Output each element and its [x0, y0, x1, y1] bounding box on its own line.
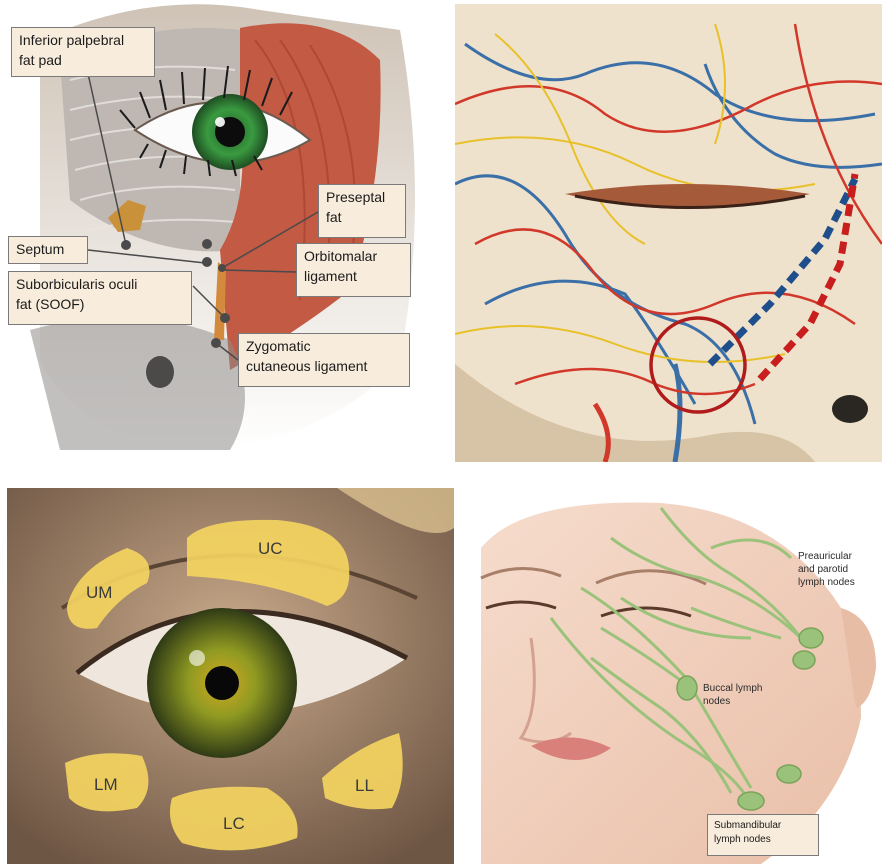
submandibular-node-2 [738, 792, 764, 810]
nostril [832, 395, 868, 423]
label-ll: LL [355, 776, 374, 796]
label-septum: Septum [8, 236, 88, 264]
submandibular-node-1 [777, 765, 801, 783]
label-lm: LM [94, 775, 118, 795]
preauricular-node-1 [799, 628, 823, 648]
vascular-anatomy-panel [455, 4, 882, 462]
cheek-shadow [30, 317, 245, 450]
label-preauricular-nodes: Preauricular and parotid lymph nodes [798, 550, 882, 589]
label-soof: Suborbicularis oculi fat (SOOF) [8, 271, 192, 325]
pupil [205, 666, 239, 700]
eye-photo-illustration [7, 488, 454, 864]
label-um: UM [86, 583, 112, 603]
fat-compartments-panel: UC UM LM LC LL [7, 488, 454, 864]
label-submandibular-nodes: Submandibular lymph nodes [707, 814, 819, 856]
vascular-illustration [455, 4, 882, 462]
label-zygomatic-cutaneous-ligament: Zygomatic cutaneous ligament [238, 333, 410, 387]
label-buccal-nodes: Buccal lymph nodes [703, 682, 793, 708]
label-inferior-palpebral-fat-pad: Inferior palpebral fat pad [11, 27, 155, 77]
label-uc: UC [258, 539, 283, 559]
lymph-illustration [461, 488, 882, 864]
nostril [146, 356, 174, 388]
preauricular-node-2 [793, 651, 815, 669]
eyelid-anatomy-panel: Inferior palpebral fat pad Septum Suborb… [0, 0, 440, 462]
label-preseptal-fat: Preseptal fat [318, 184, 406, 238]
label-lc: LC [223, 814, 245, 834]
label-orbitomalar-ligament: Orbitomalar ligament [296, 243, 411, 297]
buccal-node [677, 676, 697, 700]
lymphatic-panel: Preauricular and parotid lymph nodes Buc… [461, 488, 882, 864]
